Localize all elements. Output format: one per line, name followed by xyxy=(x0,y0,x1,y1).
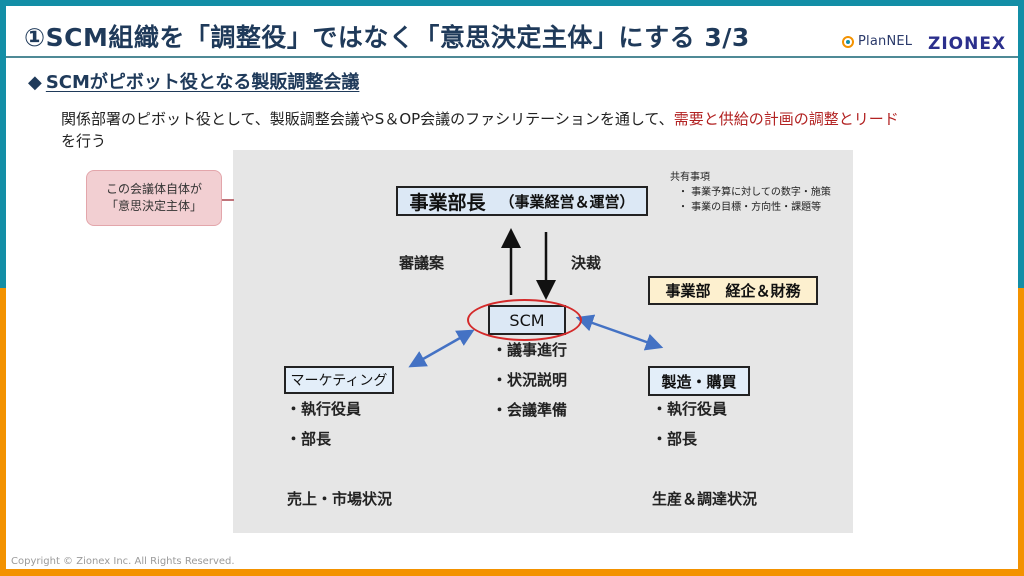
manufacturing-members: ・執行役員 ・部長 xyxy=(652,394,727,454)
scm-role: ・状況説明 xyxy=(492,371,568,389)
marketing-box: マーケティング xyxy=(284,366,394,394)
marketing-member: ・執行役員 xyxy=(286,400,362,418)
marketing-member: ・部長 xyxy=(286,430,332,448)
decision-body-callout: この会議体自体が 「意思決定主体」 xyxy=(86,170,222,226)
slide-title: ①SCM組織を「調整役」ではなく「意思決定主体」にする 3/3 xyxy=(24,23,750,52)
manufacturing-box: 製造・購買 xyxy=(648,366,750,396)
section-heading: ◆SCMがピボット役となる製販調整会議 xyxy=(28,68,359,94)
manufacturing-status: 生産＆調達状況 xyxy=(652,490,758,508)
proposal-label: 審議案 xyxy=(399,254,445,272)
description-tail: を行う xyxy=(61,132,107,150)
shared-item: ・ 事業の目標・方向性・課題等 xyxy=(678,202,822,213)
marketing-scm-arrow-icon xyxy=(408,329,475,368)
scm-roles: ・議事進行 ・状況説明 ・会議準備 xyxy=(492,335,567,425)
section-heading-text: SCMがピボット役となる製販調整会議 xyxy=(45,72,360,93)
scm-role: ・議事進行 xyxy=(492,341,568,359)
callout-connector xyxy=(222,199,234,201)
marketing-members: ・執行役員 ・部長 xyxy=(286,394,361,454)
marketing-status: 売上・市場状況 xyxy=(287,490,393,508)
zionex-logo: ZIONEX xyxy=(928,34,1006,54)
description-highlight: 需要と供給の計画の調整とリード xyxy=(673,110,899,128)
scm-highlight-ring xyxy=(467,299,582,341)
scm-role: ・会議準備 xyxy=(492,401,568,419)
division-head-title: 事業部長 xyxy=(409,191,486,214)
plannel-logo-icon xyxy=(842,35,854,48)
diamond-bullet-icon: ◆ xyxy=(28,72,42,93)
title-divider xyxy=(6,56,1018,58)
callout-line-1: この会議体自体が xyxy=(105,182,202,196)
plannel-logo-text: PlanNEL xyxy=(858,34,913,49)
copyright-footer: Copyright © Zionex Inc. All Rights Reser… xyxy=(11,556,235,567)
scm-manufacturing-arrow-icon xyxy=(575,314,664,351)
division-head-subtitle: （事業経営＆運営） xyxy=(499,192,635,211)
manufacturing-member: ・部長 xyxy=(652,430,698,448)
plannel-logo: PlanNEL xyxy=(842,34,912,49)
shared-item: ・ 事業予算に対しての数字・施策 xyxy=(678,187,831,198)
shared-items-heading: 共有事項 xyxy=(670,172,710,183)
shared-items: 共有事項 ・ 事業予算に対しての数字・施策 ・ 事業の目標・方向性・課題等 xyxy=(670,170,831,215)
callout-line-2: 「意思決定主体」 xyxy=(105,199,202,213)
approval-label: 決裁 xyxy=(571,254,602,272)
description-text: 関係部署のピボット役として、製販調整会議やS＆OP会議のファシリテーションを通し… xyxy=(61,110,674,128)
division-head-box: 事業部長 （事業経営＆運営） xyxy=(396,186,648,216)
zionex-logo-text: ZIONEX xyxy=(928,34,1007,54)
description: 関係部署のピボット役として、製販調整会議やS＆OP会議のファシリテーションを通し… xyxy=(61,108,1001,152)
manufacturing-member: ・執行役員 xyxy=(652,400,728,418)
finance-box: 事業部 経企＆財務 xyxy=(648,276,818,305)
